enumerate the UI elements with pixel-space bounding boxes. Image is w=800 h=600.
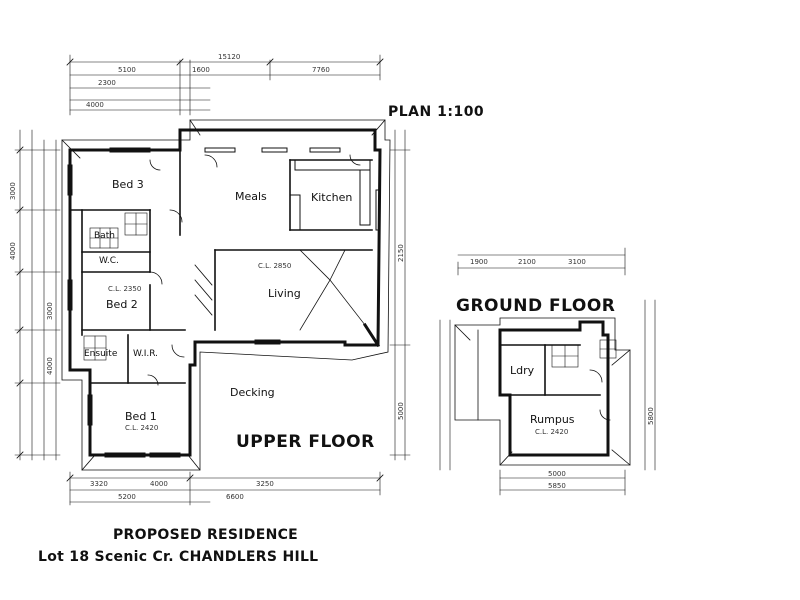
upper-floor-outer-walls (68, 128, 382, 457)
upper-floor-roof-lines (61, 119, 391, 471)
ground-floor-title: GROUND FLOOR (456, 296, 616, 316)
dim-left-a: 3000 (9, 182, 17, 200)
room-label-kitchen: Kitchen (311, 191, 353, 204)
dim-gf-top-a: 1900 (470, 258, 488, 266)
ceiling-height-bed2: C.L. 2350 (108, 285, 142, 293)
stair-lines (194, 264, 213, 316)
windows (67, 147, 381, 458)
room-label-wir: W.I.R. (133, 349, 159, 359)
ground-floor-outer-walls (498, 320, 610, 457)
ceiling-height-living: C.L. 2850 (258, 262, 292, 270)
dim-right-b: 5000 (397, 402, 405, 420)
wet-area-hatch-upper (83, 212, 148, 361)
dim-left-b: 4000 (9, 242, 17, 260)
caption-address: Lot 18 Scenic Cr. CHANDLERS HILL (38, 549, 319, 565)
dim-gf-top-c: 3100 (568, 258, 586, 266)
caption-title: PROPOSED RESIDENCE (113, 527, 299, 543)
room-label-ensuite: Ensuite (84, 349, 118, 359)
dim-bottom-c: 5200 (118, 493, 136, 501)
room-label-bed2: Bed 2 (106, 298, 138, 311)
wet-area-hatch-ground (551, 339, 617, 368)
dim-gf-right: 5800 (647, 407, 655, 425)
door-swings (147, 154, 361, 386)
room-label-bed3: Bed 3 (112, 178, 144, 191)
ceiling-height-bed1: C.L. 2420 (125, 424, 159, 432)
dim-left-d: 4000 (46, 357, 54, 375)
plan-scale-label: PLAN 1:100 (388, 104, 485, 120)
room-label-bed1: Bed 1 (125, 410, 157, 423)
dim-top-overall: 15120 (218, 53, 241, 61)
dim-gf-bottom-a: 5000 (548, 470, 566, 478)
upper-floor-title: UPPER FLOOR (236, 432, 375, 452)
dim-top-c: 7760 (312, 66, 330, 74)
dim-left-c: 3000 (46, 302, 54, 320)
room-label-ldry: Ldry (510, 364, 535, 377)
dim-right-a: 2150 (397, 244, 405, 262)
dim-gf-top-b: 2100 (518, 258, 536, 266)
dimension-ticks (16, 58, 384, 482)
room-label-decking: Decking (230, 386, 275, 399)
ground-door-swings (589, 369, 611, 421)
dimension-lines (14, 54, 656, 506)
room-label-bath: Bath (94, 231, 115, 241)
room-label-wc: W.C. (99, 256, 119, 266)
dim-top-e: 4000 (86, 101, 104, 109)
dim-bottom-d: 6600 (226, 493, 244, 501)
dim-bottom-e: 4000 (150, 480, 168, 488)
room-label-meals: Meals (235, 190, 267, 203)
dim-top-a: 5100 (118, 66, 136, 74)
kitchen-bench (289, 159, 371, 231)
dim-gf-bottom-b: 5850 (548, 482, 566, 490)
dim-bottom-b: 3250 (256, 480, 274, 488)
room-label-rumpus: Rumpus (530, 413, 575, 426)
room-label-living: Living (268, 287, 301, 300)
dim-bottom-a: 3320 (90, 480, 108, 488)
dim-top-b: 1600 (192, 66, 210, 74)
ceiling-height-rumpus: C.L. 2420 (535, 428, 569, 436)
dim-top-d: 2300 (98, 79, 116, 87)
ground-floor-roof-lines (454, 317, 631, 466)
